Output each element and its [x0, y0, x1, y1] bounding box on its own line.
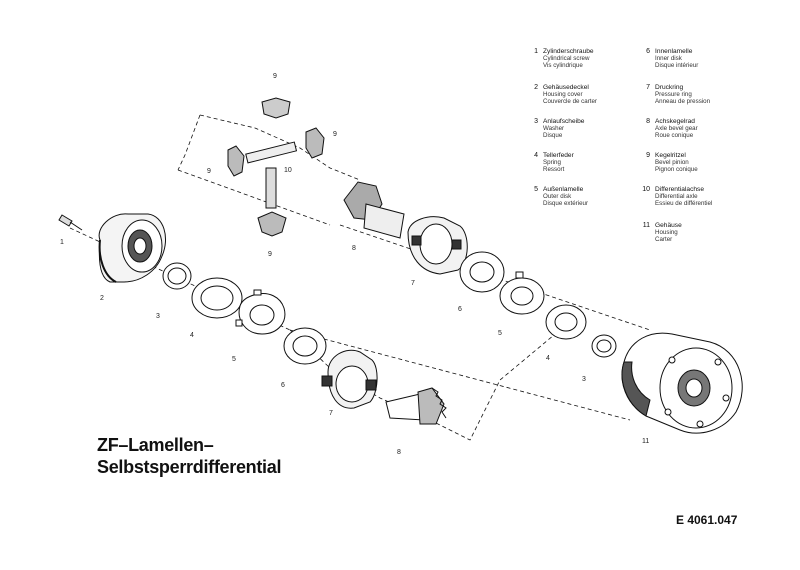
differential-spider-assembly [227, 97, 325, 237]
legend-number: 5 [534, 186, 538, 193]
callout-8: 8 [352, 245, 356, 252]
legend-english: Cylindrical screw [543, 55, 590, 62]
title-line-1: ZF–Lamellen– [97, 435, 214, 455]
callout-3: 3 [582, 376, 586, 383]
legend-english: Differential axle [655, 193, 698, 200]
legend-french: Pignon conique [655, 166, 698, 173]
axle-bevel-gear-lower-part [385, 387, 447, 425]
legend-french: Roue conique [655, 132, 694, 139]
outer-disk-upper-part [499, 271, 545, 315]
callout-7: 7 [329, 410, 333, 417]
legend-french: Ressort [543, 166, 565, 173]
callout-5: 5 [232, 356, 236, 363]
callout-9: 9 [207, 168, 211, 175]
legend-english: Spring [543, 159, 561, 166]
legend-german: Zylinderschraube [543, 48, 594, 55]
legend-english: Pressure ring [655, 91, 692, 98]
legend-french: Disque extérieur [543, 200, 589, 207]
legend-english: Axle bevel gear [655, 125, 698, 132]
spring-part [191, 277, 243, 319]
title-line-2: Selbstsperrdifferential [97, 457, 282, 477]
housing-part [621, 332, 743, 434]
diagram-title: ZF–Lamellen– Selbstsperrdifferential [97, 434, 281, 478]
legend-number: 3 [534, 118, 538, 125]
legend-number: 9 [646, 152, 650, 159]
callout-8: 8 [397, 449, 401, 456]
inner-disk-part [283, 327, 327, 365]
cylinder-screw-part [58, 214, 83, 231]
reference-code: E 4061.047 [676, 513, 738, 527]
legend-german: Achskegelrad [655, 118, 695, 125]
callout-9: 9 [273, 73, 277, 80]
callout-4: 4 [190, 332, 194, 339]
legend-german: Gehäuse [655, 222, 682, 229]
legend-number: 11 [642, 222, 650, 229]
legend-french: Vis cylindrique [543, 62, 583, 69]
legend-number: 6 [646, 48, 650, 55]
callout-4: 4 [546, 355, 550, 362]
pressure-ring-upper-part [407, 216, 468, 275]
legend-number: 2 [534, 84, 538, 91]
legend-french: Couvercle de carter [543, 98, 597, 105]
legend-german: Innenlamelle [655, 48, 693, 55]
legend-english: Housing cover [543, 91, 583, 98]
washer-part [162, 262, 192, 290]
legend-english: Housing [655, 229, 678, 236]
callout-11: 11 [642, 438, 649, 445]
callout-3: 3 [156, 313, 160, 320]
legend-german: Kegelritzel [655, 152, 686, 159]
legend-german: Druckring [655, 84, 684, 91]
legend-number: 10 [642, 186, 650, 193]
legend-german: Tellerfeder [543, 152, 574, 159]
callout-9: 9 [268, 251, 272, 258]
callout-6: 6 [458, 306, 462, 313]
legend-english: Bevel pinion [655, 159, 689, 166]
pressure-ring-lower-part [321, 349, 378, 409]
washer-upper-part [591, 334, 617, 358]
legend-french: Disque [543, 132, 563, 139]
callout-5: 5 [498, 330, 502, 337]
callout-2: 2 [100, 295, 104, 302]
legend-number: 4 [534, 152, 538, 159]
spring-upper-part [545, 304, 587, 340]
callout-labels: 1 2 3 4 5 6 7 8 9 9 9 9 10 8 7 6 5 4 3 1… [60, 73, 649, 456]
outer-disk-part [235, 289, 286, 335]
legend-english: Inner disk [655, 55, 682, 62]
housing-cover-part [98, 213, 166, 283]
callout-1: 1 [60, 239, 64, 246]
callout-9: 9 [333, 131, 337, 138]
legend-german: Gehäusedeckel [543, 84, 589, 91]
legend-number: 1 [534, 48, 538, 55]
callout-10: 10 [284, 167, 292, 174]
legend-english: Outer disk [543, 193, 572, 200]
legend-german: Außenlamelle [543, 186, 584, 193]
callout-7: 7 [411, 280, 415, 287]
inner-disk-upper-part [459, 251, 505, 293]
legend-german: Anlaufscheibe [543, 118, 585, 125]
legend-number: 8 [646, 118, 650, 125]
legend-french: Carter [655, 236, 673, 243]
legend-french: Disque intérieur [655, 62, 699, 69]
legend-french: Essieu de différentiel [655, 200, 713, 207]
legend-german: Differentialachse [655, 186, 704, 193]
legend-english: Washer [543, 125, 565, 132]
callout-6: 6 [281, 382, 285, 389]
legend-french: Anneau de pression [655, 98, 711, 105]
axle-bevel-gear-upper-part [343, 181, 405, 239]
legend-number: 7 [646, 84, 650, 91]
